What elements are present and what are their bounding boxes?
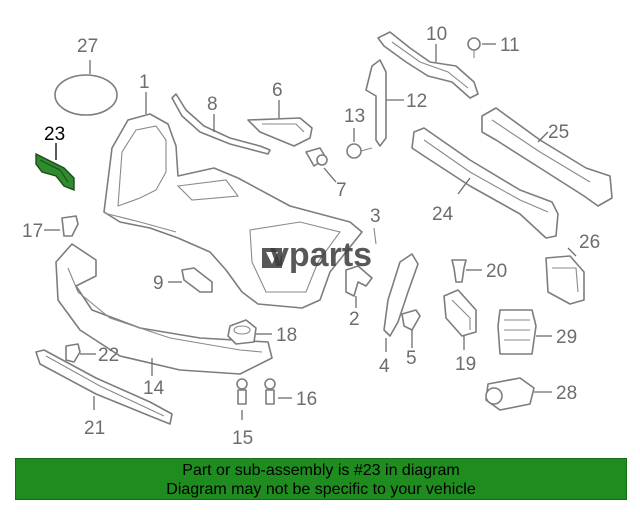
callout-6[interactable]: 6 — [272, 80, 283, 101]
banner-line-2: Diagram may not be specific to your vehi… — [166, 481, 476, 498]
part-4-side-moulding[interactable]: 4 — [379, 253, 419, 377]
part-26-module[interactable]: 26 — [545, 232, 600, 305]
vparts-logo: vparts — [262, 236, 372, 274]
part-9-clip[interactable]: 9 — [153, 267, 213, 294]
callout-29[interactable]: 29 — [556, 327, 577, 348]
part-6-moulding[interactable]: 6 — [247, 80, 313, 147]
part-3-clip[interactable]: 3 — [370, 206, 381, 245]
callout-7[interactable]: 7 — [336, 180, 347, 201]
callout-19[interactable]: 19 — [455, 354, 476, 375]
part-1-bumper-cover[interactable]: 1 — [103, 72, 363, 309]
banner-line-1: Part or sub-assembly is #23 in diagram — [182, 462, 460, 479]
part-17-clip[interactable]: 17 — [22, 215, 79, 242]
part-16-bolt[interactable]: 16 — [264, 378, 317, 410]
callout-5[interactable]: 5 — [406, 348, 417, 369]
part-10-retainer[interactable]: 10 — [377, 24, 479, 99]
parts-diagram: 27 23 1 8 6 — [22, 24, 613, 449]
callout-11[interactable]: 11 — [500, 35, 520, 56]
part-5-clip[interactable]: 5 — [401, 309, 421, 369]
callout-12[interactable]: 12 — [406, 91, 427, 112]
callout-3[interactable]: 3 — [370, 206, 381, 227]
callout-10[interactable]: 10 — [426, 24, 447, 45]
part-18-grommet[interactable]: 18 — [227, 319, 297, 346]
part-11-bolt[interactable]: 11 — [467, 35, 520, 58]
callout-13[interactable]: 13 — [344, 106, 365, 127]
part-14-lower-spoiler[interactable]: 14 — [55, 243, 273, 399]
callout-18[interactable]: 18 — [276, 325, 297, 346]
callout-24[interactable]: 24 — [432, 204, 454, 225]
callout-21[interactable]: 21 — [84, 418, 105, 439]
callout-22[interactable]: 22 — [98, 345, 119, 366]
part-23-bracket[interactable]: 23 — [35, 124, 75, 192]
callout-14[interactable]: 14 — [143, 378, 165, 399]
part-7-screw[interactable]: 7 — [305, 147, 347, 201]
part-15-bolt[interactable]: 15 — [232, 378, 253, 449]
callout-26[interactable]: 26 — [579, 232, 600, 253]
part-25-absorber[interactable]: 25 — [481, 107, 613, 207]
callout-28[interactable]: 28 — [556, 383, 577, 404]
info-banner: Part or sub-assembly is #23 in diagram D… — [15, 458, 627, 500]
callout-20[interactable]: 20 — [486, 261, 507, 282]
logo-text: vparts — [270, 236, 372, 274]
callout-4[interactable]: 4 — [379, 356, 390, 377]
callout-16[interactable]: 16 — [296, 389, 317, 410]
part-22-clip[interactable]: 22 — [65, 343, 119, 366]
part-13-bolt[interactable]: 13 — [344, 106, 373, 159]
part-27-emblem[interactable]: 27 — [54, 36, 118, 116]
part-21-lower-strip[interactable]: 21 — [35, 349, 173, 439]
callout-9[interactable]: 9 — [153, 273, 164, 294]
callout-2[interactable]: 2 — [349, 309, 360, 330]
part-29-connector[interactable]: 29 — [497, 309, 577, 355]
part-28-sensor[interactable]: 28 — [485, 377, 577, 411]
part-19-sensor-bracket[interactable]: 19 — [443, 289, 477, 375]
callout-23[interactable]: 23 — [44, 124, 65, 145]
callout-25[interactable]: 25 — [548, 122, 569, 143]
callout-27[interactable]: 27 — [77, 36, 98, 57]
callout-1[interactable]: 1 — [139, 72, 150, 93]
callout-15[interactable]: 15 — [232, 428, 253, 449]
part-20-push-clip[interactable]: 20 — [451, 259, 507, 283]
callout-8[interactable]: 8 — [207, 94, 218, 115]
part-12-bracket[interactable]: 12 — [365, 59, 427, 147]
part-24-reinforcement[interactable]: 24 — [411, 127, 559, 239]
part-8-trim-strip[interactable]: 8 — [171, 93, 271, 155]
part-2-bracket[interactable]: 2 — [345, 265, 373, 330]
callout-17[interactable]: 17 — [22, 221, 43, 242]
